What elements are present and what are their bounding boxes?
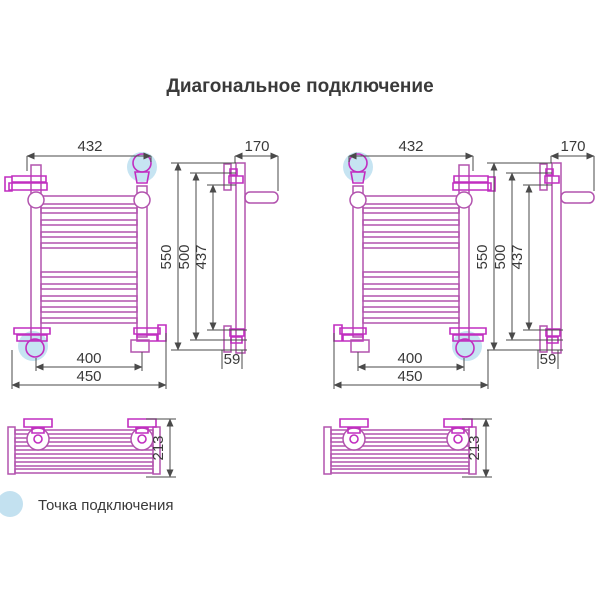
dim-text-437-right: 437 bbox=[509, 244, 526, 269]
assembly-right: 432 400 450 550 500 437 59 170 213 bbox=[324, 138, 594, 477]
dim-text-170-left: 170 bbox=[244, 138, 269, 155]
dim-text-59-left: 59 bbox=[224, 351, 241, 368]
assembly-left: 432 400 450 550 500 437 59 170 213 bbox=[4, 138, 278, 477]
dim-text-550-right: 550 bbox=[474, 244, 491, 269]
dim-text-213-left: 213 bbox=[150, 435, 167, 460]
dim-text-213-right: 213 bbox=[466, 435, 483, 460]
dim-text-550-left: 550 bbox=[158, 244, 175, 269]
dim-text-400-left: 400 bbox=[76, 350, 101, 367]
front-view-right bbox=[333, 151, 496, 362]
page-title: Диагональное подключение bbox=[166, 76, 433, 97]
dim-text-432-right: 432 bbox=[398, 138, 423, 155]
dim-text-432-left: 432 bbox=[77, 138, 102, 155]
dim-text-437-left: 437 bbox=[193, 244, 210, 269]
legend-label: Точка подключения bbox=[38, 497, 173, 514]
connection-point-legend-icon bbox=[0, 491, 23, 517]
dim-text-500-left: 500 bbox=[176, 244, 193, 269]
dim-text-59-right: 59 bbox=[540, 351, 557, 368]
dim-text-170-right: 170 bbox=[560, 138, 585, 155]
dim-text-500-right: 500 bbox=[492, 244, 509, 269]
front-view-left bbox=[4, 151, 167, 362]
dim-text-450-left: 450 bbox=[76, 368, 101, 385]
dim-text-450-right: 450 bbox=[397, 368, 422, 385]
legend: Точка подключения bbox=[0, 491, 173, 517]
dim-text-400-right: 400 bbox=[397, 350, 422, 367]
